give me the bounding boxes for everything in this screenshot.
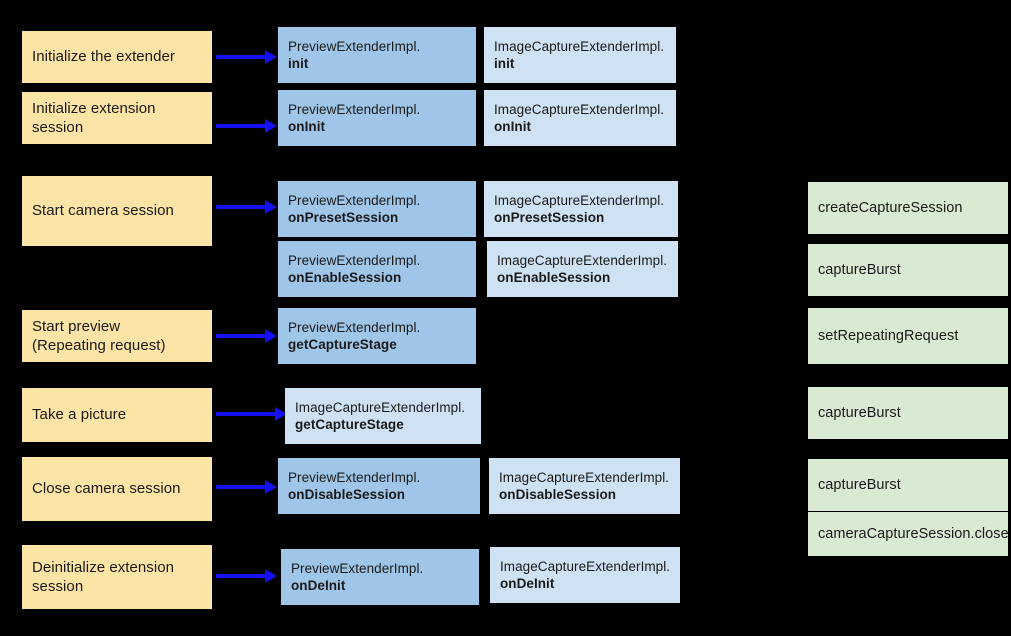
stage-box-init-extension-session: Initialize extension session [22, 92, 212, 144]
call-class-name: ImageCaptureExtenderImpl. [494, 192, 665, 208]
call-class-name: PreviewExtenderImpl. [288, 192, 421, 208]
call-method-name: onDisableSession [499, 487, 617, 502]
call-class-name: PreviewExtenderImpl. [288, 469, 421, 485]
stage-label-line: Start camera session [32, 202, 174, 220]
arrow-start-camera-session [216, 200, 277, 214]
camera2-call-box-capture-burst-disable: captureBurst [808, 459, 1008, 511]
arrow-start-preview [216, 329, 277, 343]
imagecapture-call-box-ondisablesession: ImageCaptureExtenderImpl. onDisableSessi… [489, 458, 680, 514]
imagecapture-call-box-getcapturestage: ImageCaptureExtenderImpl. getCaptureStag… [285, 388, 481, 444]
call-method-name: onDeInit [291, 578, 346, 593]
arrow-init-extension-session [216, 119, 277, 133]
camera2-call-box-capture-burst-enable: captureBurst [808, 244, 1008, 296]
stage-box-start-camera-session: Start camera session [22, 176, 212, 246]
call-method-name: onEnableSession [288, 270, 402, 285]
camera2-call-label: captureBurst [818, 261, 901, 278]
camera2-call-label: setRepeatingRequest [818, 327, 959, 344]
call-method-name: init [494, 56, 515, 71]
call-method-name: init [288, 56, 309, 71]
camera2-call-box-camera-capture-session-close: cameraCaptureSession.close [808, 512, 1009, 556]
camera2-call-box-set-repeating-request: setRepeatingRequest [808, 308, 1008, 364]
call-class-name: PreviewExtenderImpl. [288, 38, 421, 54]
preview-call-box-onpresetsession: PreviewExtenderImpl. onPresetSession [278, 181, 476, 237]
imagecapture-call-box-onpresetsession: ImageCaptureExtenderImpl. onPresetSessio… [484, 181, 678, 237]
preview-call-box-onenablesession: PreviewExtenderImpl. onEnableSession [278, 241, 476, 297]
stage-box-start-preview: Start preview (Repeating request) [22, 310, 212, 362]
preview-call-box-oninit: PreviewExtenderImpl. onInit [278, 90, 476, 146]
call-method-name: onDisableSession [288, 487, 406, 502]
stage-label-line: session [32, 578, 84, 595]
call-class-name: PreviewExtenderImpl. [288, 252, 421, 268]
call-method-name: onInit [288, 119, 326, 134]
call-method-name: getCaptureStage [295, 417, 404, 432]
preview-call-box-getcapturestage: PreviewExtenderImpl. getCaptureStage [278, 308, 476, 364]
call-class-name: PreviewExtenderImpl. [291, 560, 424, 576]
call-method-name: onPresetSession [494, 210, 605, 225]
call-method-name: onInit [494, 119, 532, 134]
stage-label-line: Initialize the extender [32, 48, 175, 66]
camera2-call-label: captureBurst [818, 404, 901, 421]
stage-box-take-picture: Take a picture [22, 388, 212, 442]
call-method-name: onPresetSession [288, 210, 399, 225]
call-class-name: ImageCaptureExtenderImpl. [494, 38, 665, 54]
imagecapture-call-box-ondeinit: ImageCaptureExtenderImpl. onDeInit [490, 547, 680, 603]
arrow-take-picture [216, 407, 287, 421]
camera2-call-box-create-capture-session: createCaptureSession [808, 182, 1008, 234]
call-method-name: onDeInit [500, 576, 555, 591]
preview-call-box-ondeinit: PreviewExtenderImpl. onDeInit [281, 549, 479, 605]
stage-box-close-camera-session: Close camera session [22, 457, 212, 521]
arrow-deinit-extension-session [216, 569, 277, 583]
stage-box-deinit-extension-session: Deinitialize extension session [22, 545, 212, 609]
stage-label-line: (Repeating request) [32, 337, 166, 354]
call-class-name: ImageCaptureExtenderImpl. [497, 252, 668, 268]
call-class-name: ImageCaptureExtenderImpl. [499, 469, 670, 485]
stage-label-line: Take a picture [32, 406, 127, 424]
call-class-name: ImageCaptureExtenderImpl. [295, 399, 466, 415]
stage-label-line: Close camera session [32, 480, 181, 498]
stage-label-line: Deinitialize extension [32, 558, 175, 576]
camera2-call-label: createCaptureSession [818, 199, 963, 216]
call-method-name: onEnableSession [497, 270, 611, 285]
preview-call-box-init: PreviewExtenderImpl. init [278, 27, 476, 83]
arrow-close-camera-session [216, 480, 277, 494]
call-class-name: PreviewExtenderImpl. [288, 101, 421, 117]
stage-label-line: session [32, 119, 84, 136]
call-class-name: ImageCaptureExtenderImpl. [500, 558, 671, 574]
stage-label-line: Start preview [32, 317, 121, 335]
imagecapture-call-box-init: ImageCaptureExtenderImpl. init [484, 27, 676, 83]
stage-box-init-extender: Initialize the extender [22, 31, 212, 83]
camera2-call-label: captureBurst [818, 476, 901, 493]
imagecapture-call-box-onenablesession: ImageCaptureExtenderImpl. onEnableSessio… [487, 241, 678, 297]
camera2-call-box-capture-burst-still: captureBurst [808, 387, 1008, 439]
stage-label-line: Initialize extension [32, 99, 156, 117]
imagecapture-call-box-oninit: ImageCaptureExtenderImpl. onInit [484, 90, 676, 146]
camera2-call-label: cameraCaptureSession.close [818, 525, 1009, 542]
call-class-name: ImageCaptureExtenderImpl. [494, 101, 665, 117]
call-class-name: PreviewExtenderImpl. [288, 319, 421, 335]
call-method-name: getCaptureStage [288, 337, 397, 352]
preview-call-box-ondisablesession: PreviewExtenderImpl. onDisableSession [278, 458, 480, 514]
arrow-init-extender [216, 50, 277, 64]
